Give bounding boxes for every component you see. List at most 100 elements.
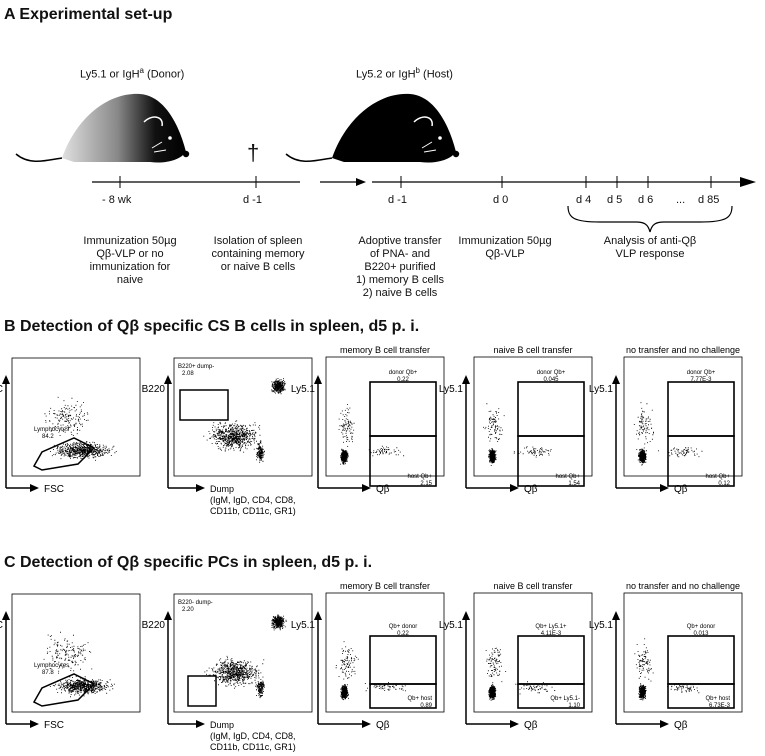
donor-gate-name: Qb+ donor bbox=[687, 624, 716, 630]
tick-d-minus1: d -1 bbox=[388, 194, 407, 206]
donor-gate bbox=[667, 635, 735, 685]
donor-gate-value: 4.11E-3 bbox=[541, 631, 562, 637]
event-dots bbox=[485, 647, 556, 701]
panel-header: memory B cell transfer bbox=[340, 345, 430, 355]
tick-d6: d 6 bbox=[638, 194, 654, 206]
event-dots bbox=[335, 641, 406, 701]
tick-minus-8wk: - 8 wk bbox=[102, 194, 132, 206]
y-axis-label: Ly5.1 bbox=[291, 384, 316, 395]
x-axis-label: (IgM, IgD, CD4, CD8, bbox=[210, 495, 296, 505]
donor-mouse-icon bbox=[15, 93, 190, 163]
gate-name: Lymphocytes bbox=[34, 427, 69, 433]
y-axis-label: B220 bbox=[142, 384, 166, 395]
plot-frame bbox=[623, 592, 743, 713]
panel-header: no transfer and no challenge bbox=[626, 581, 740, 591]
y-axis-arrowhead-icon bbox=[462, 611, 470, 620]
y-axis-arrowhead-icon bbox=[314, 375, 322, 384]
y-axis-label: B220 bbox=[142, 620, 166, 631]
plot-frame bbox=[325, 356, 445, 477]
plot-frame bbox=[623, 356, 743, 477]
host-gate-value: 6.73E-3 bbox=[709, 703, 731, 709]
donor-gate-value: 7.77E-3 bbox=[690, 377, 712, 383]
lymphocyte-gate bbox=[32, 673, 96, 707]
host-gate-name: Qb+ host bbox=[705, 696, 730, 702]
x-axis-label: Qβ bbox=[524, 720, 538, 731]
event-dots bbox=[204, 614, 287, 699]
donor-gate-value: 0.013 bbox=[693, 631, 709, 637]
step-adoptive-transfer: Adoptive transfer of PNA- and B220+ puri… bbox=[355, 235, 445, 299]
donor-gate-name: Qb+ donor bbox=[389, 624, 418, 630]
dagger-icon: † bbox=[247, 140, 260, 165]
panel-header: naive B cell transfer bbox=[493, 581, 572, 591]
gate-value: 2.20 bbox=[182, 607, 194, 613]
plot-frame bbox=[11, 357, 141, 477]
host-gate bbox=[667, 683, 735, 709]
event-dots bbox=[634, 638, 700, 701]
gate-value: 84.2 bbox=[42, 434, 54, 440]
host-gate bbox=[369, 435, 437, 487]
y-axis-arrowhead-icon bbox=[2, 611, 10, 620]
section-b-title: B Detection of Qβ specific CS B cells in… bbox=[4, 318, 420, 335]
host-label: Ly5.2 or IgHb (Host) bbox=[356, 66, 453, 81]
host-gate bbox=[517, 683, 585, 709]
donor-gate bbox=[369, 635, 437, 685]
event-dots bbox=[203, 378, 286, 463]
tick-d5: d 5 bbox=[607, 194, 623, 206]
host-gate bbox=[369, 683, 437, 709]
tick-d-minus1-left: d -1 bbox=[243, 194, 262, 206]
x-axis-label: Dump bbox=[210, 720, 234, 730]
x-axis-label: Qβ bbox=[376, 484, 390, 495]
x-axis-arrowhead-icon bbox=[510, 484, 519, 492]
tick-d0: d 0 bbox=[493, 194, 509, 206]
x-axis-arrowhead-icon bbox=[362, 484, 371, 492]
step-immunization-donor: Immunization 50µg Qβ-VLP or no immunizat… bbox=[83, 235, 177, 286]
y-axis-arrowhead-icon bbox=[612, 375, 620, 384]
x-axis-arrowhead-icon bbox=[660, 720, 669, 728]
gate-value: 87.8 bbox=[42, 670, 54, 676]
host-label-text: Ly5.2 or IgH bbox=[356, 68, 416, 81]
x-axis-label: (IgM, IgD, CD4, CD8, bbox=[210, 731, 296, 741]
donor-label-suffix: (Donor) bbox=[143, 68, 185, 81]
tick-ellipsis: ... bbox=[676, 194, 686, 206]
gate-name: Lymphocytes bbox=[34, 663, 69, 669]
step-immunization-host: Immunization 50µg Qβ-VLP bbox=[458, 235, 552, 260]
host-gate-name: Qb+ Ly5.1- bbox=[550, 696, 580, 702]
host-label-suffix: (Host) bbox=[419, 68, 453, 81]
x-axis-arrowhead-icon bbox=[30, 720, 39, 728]
lymphocyte-gate bbox=[32, 437, 96, 471]
tick-d4: d 4 bbox=[576, 194, 592, 206]
event-dots bbox=[43, 631, 115, 698]
donor-gate-value: 0.22 bbox=[397, 631, 409, 637]
y-axis-label: Ly5.1 bbox=[589, 384, 614, 395]
y-axis-arrowhead-icon bbox=[164, 375, 172, 384]
host-gate-value: 1.10 bbox=[568, 703, 580, 709]
event-dots bbox=[338, 404, 405, 465]
b220-gate bbox=[187, 675, 217, 707]
x-axis-arrowhead-icon bbox=[660, 484, 669, 492]
y-axis-arrowhead-icon bbox=[314, 611, 322, 620]
y-axis-arrowhead-icon bbox=[164, 611, 172, 620]
plot-frame bbox=[173, 593, 313, 713]
host-gate-value: 0.89 bbox=[420, 703, 432, 709]
donor-gate-name: Qb+ Ly5.1+ bbox=[535, 624, 567, 630]
donor-gate bbox=[517, 635, 585, 685]
setup-diagram bbox=[15, 93, 756, 233]
y-axis-label: Ly5.1 bbox=[589, 620, 614, 631]
donor-label: Ly5.1 or IgHa (Donor) bbox=[80, 66, 184, 81]
tick-d85: d 85 bbox=[698, 194, 720, 206]
host-gate-value: 1.54 bbox=[568, 481, 580, 487]
host-gate-name: host Qb+ bbox=[555, 474, 580, 480]
brace-icon bbox=[567, 205, 733, 233]
y-axis-arrowhead-icon bbox=[2, 375, 10, 384]
x-axis-label: CD11b, CD11c, GR1) bbox=[210, 506, 296, 516]
x-axis-label: Qβ bbox=[674, 720, 688, 731]
x-axis-arrowhead-icon bbox=[196, 484, 205, 492]
x-axis-arrowhead-icon bbox=[196, 720, 205, 728]
step-analysis: Analysis of anti-Qβ VLP response bbox=[603, 235, 697, 260]
donor-gate-name: donor Qb+ bbox=[537, 370, 566, 376]
event-dots bbox=[483, 403, 552, 466]
x-axis-label: Qβ bbox=[524, 484, 538, 495]
host-label-sup: b bbox=[415, 66, 420, 75]
host-gate-name: host Qb+ bbox=[705, 474, 730, 480]
